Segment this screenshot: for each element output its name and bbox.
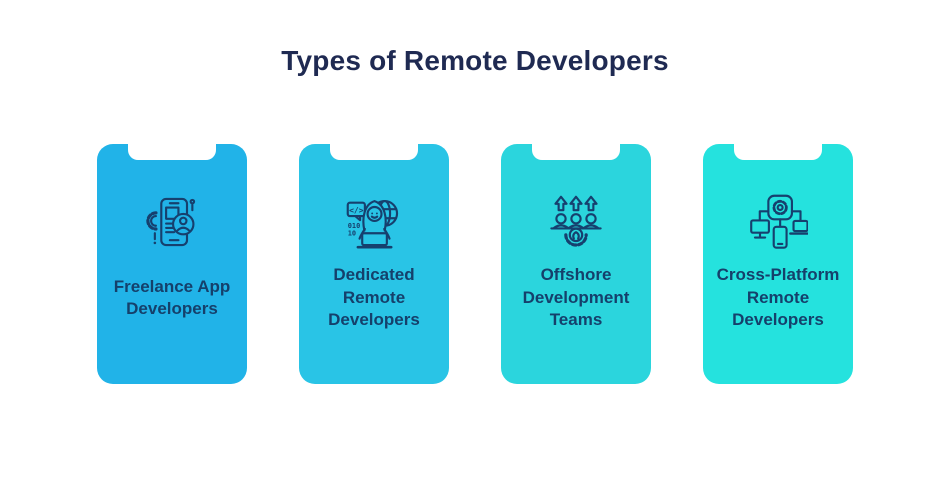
card-label: Offshore Development Teams — [522, 265, 630, 330]
page-title: Types of Remote Developers — [281, 45, 669, 76]
cross-platform-icon — [748, 190, 808, 254]
card-label: Freelance App Developers — [113, 276, 231, 318]
phone-notch — [330, 144, 418, 160]
phone-notch — [734, 144, 822, 160]
svg-text:010: 010 — [348, 222, 361, 230]
card-label: Dedicated Remote Developers — [328, 265, 420, 330]
card-freelance-app-developers: Freelance App Developers — [97, 144, 247, 384]
card-label-area: Freelance App Developers — [97, 254, 247, 384]
remote-developer-icon: </> 010 10 — [344, 190, 404, 254]
svg-text:</>: </> — [349, 206, 364, 215]
svg-text:10: 10 — [348, 229, 356, 237]
card-cross-platform-remote-developers: Cross-Platform Remote Developers — [703, 144, 853, 384]
card-label-area: Offshore Development Teams — [501, 254, 651, 384]
card-offshore-development-teams: Offshore Development Teams — [501, 144, 651, 384]
phone-notch — [128, 144, 216, 160]
card-dedicated-remote-developers: </> 010 10 Dedica — [299, 144, 449, 384]
phone-notch — [532, 144, 620, 160]
offshore-team-icon — [546, 190, 606, 254]
card-label-area: Dedicated Remote Developers — [299, 254, 449, 384]
developer-type-cards-row: Freelance App Developers </> 010 — [0, 144, 950, 384]
app-developer-icon — [142, 190, 202, 254]
card-label-area: Cross-Platform Remote Developers — [703, 254, 853, 384]
card-label: Cross-Platform Remote Developers — [716, 265, 840, 330]
